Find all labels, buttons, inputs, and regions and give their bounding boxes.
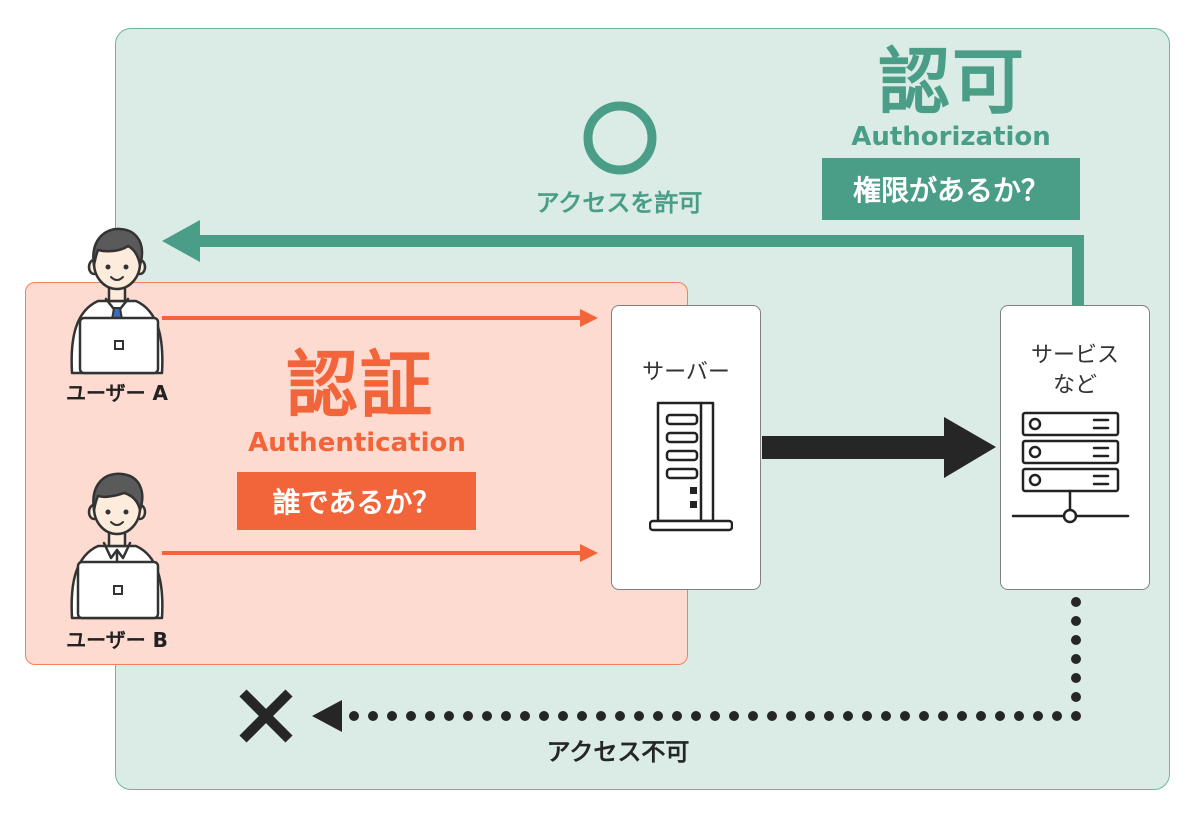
cross-icon — [239, 689, 293, 743]
user-mouth — [110, 521, 124, 526]
user-a-label: ユーザー A — [65, 381, 169, 405]
user-eye-right — [123, 509, 129, 515]
access-granted-arrow-shaft — [194, 235, 1084, 305]
service-label-line-1: サービス — [1030, 343, 1119, 368]
authentication-question-box: 誰であるか？ — [237, 472, 476, 530]
server-indicator — [690, 501, 697, 508]
auth-request-arrow-b-head — [580, 544, 598, 562]
server-to-service-arrow — [762, 417, 996, 478]
rack-server-icon — [1011, 411, 1130, 524]
user-mouth — [110, 276, 124, 281]
access-granted-arrow — [162, 220, 1084, 305]
access-denied-label: アクセス不可 — [546, 738, 690, 766]
user-eye-right — [123, 264, 129, 270]
user-b-label: ユーザー B — [66, 628, 168, 652]
authentication-title: 認証 — [285, 343, 434, 427]
server-drive-slot — [665, 467, 699, 480]
access-denied-dotted-line — [347, 597, 1081, 721]
server-label: サーバー — [642, 360, 730, 385]
access-granted-arrowhead — [162, 220, 200, 262]
server-drive-slot — [665, 449, 699, 462]
service-label: サービス など — [1001, 341, 1149, 401]
laptop-icon — [78, 316, 160, 375]
access-denied-dotted-arrow — [312, 597, 1081, 732]
rack-unit — [1021, 411, 1120, 437]
network-connector — [1011, 489, 1130, 524]
authorization-subtitle: Authorization — [851, 122, 1051, 152]
authorization-question-box: 権限があるか？ — [822, 158, 1080, 220]
auth-request-arrow-b — [162, 544, 598, 562]
access-denied-arrowhead — [312, 700, 342, 732]
access-granted-label: アクセスを許可 — [535, 189, 703, 217]
allow-circle-icon — [583, 101, 657, 175]
server-box: サーバー — [611, 305, 761, 590]
cross-icon-stroke-2 — [239, 689, 293, 743]
authentication-subtitle: Authentication — [248, 428, 466, 458]
authentication-question-text: 誰であるか？ — [272, 486, 441, 519]
user-hair — [92, 472, 144, 512]
service-box: サービス など — [1000, 305, 1150, 590]
server-to-service-arrow-shaft — [762, 436, 948, 459]
server-drive-slot — [665, 413, 699, 426]
rack-unit — [1021, 439, 1120, 465]
user-hair — [92, 227, 144, 267]
service-label-line-2: など — [1052, 373, 1097, 398]
authorization-question-text: 権限があるか？ — [852, 174, 1049, 207]
rack-unit — [1021, 467, 1120, 493]
server-drive-slot — [665, 431, 699, 444]
server-indicator — [690, 487, 697, 494]
auth-request-arrow-a — [162, 309, 598, 327]
user-a-icon — [70, 227, 164, 375]
laptop-icon — [76, 560, 160, 620]
user-eye-left — [105, 264, 111, 270]
server-tower-base — [649, 519, 733, 532]
server-to-service-arrowhead — [944, 417, 996, 478]
user-b-icon — [70, 472, 164, 620]
server-tower-icon — [649, 401, 733, 532]
authorization-title: 認可 — [877, 40, 1026, 124]
user-eye-left — [105, 509, 111, 515]
auth-request-arrow-a-head — [580, 309, 598, 327]
